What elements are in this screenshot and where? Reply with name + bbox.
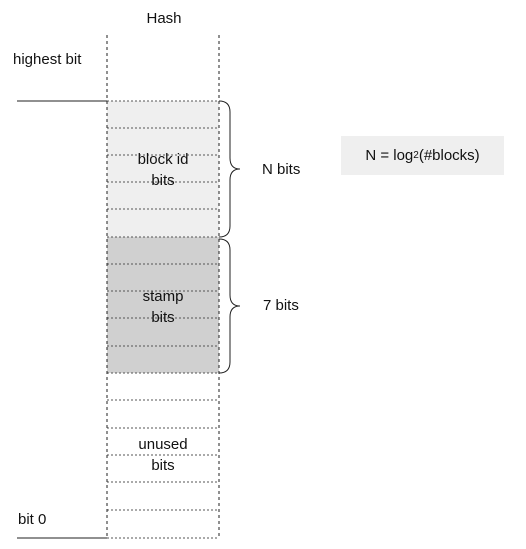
stamp-label-line-1: stamp <box>142 288 184 305</box>
7-bits-label: 7 bits <box>263 297 299 314</box>
highest-bit-text: highest bit <box>13 51 82 68</box>
unused-label: unused bits <box>107 434 219 476</box>
7-bits-brace <box>218 238 241 374</box>
bit-row-separators <box>107 100 219 539</box>
stamp-label: stamp bits <box>107 286 219 328</box>
formula-prefix: N = log <box>365 147 414 164</box>
unused-label-line-2: bits <box>151 457 175 474</box>
block-id-segment <box>107 101 219 237</box>
bit-0-label: bit 0 <box>18 511 47 528</box>
formula-suffix: (#blocks) <box>418 147 480 164</box>
unused-label-line-1: unused <box>138 436 188 453</box>
stamp-segment <box>107 237 219 373</box>
block-id-label-line-1: block id <box>137 151 189 168</box>
hash-title: Hash <box>146 10 182 27</box>
highest-bit-label: highest bit <box>13 51 83 69</box>
n-bits-brace <box>218 100 241 238</box>
n-bits-label: N bits <box>262 161 301 178</box>
block-id-label-line-2: bits <box>151 172 175 189</box>
stamp-label-line-2: bits <box>151 309 175 326</box>
block-id-label: block id bits <box>107 149 219 191</box>
formula-subscript: 2 <box>413 150 419 161</box>
